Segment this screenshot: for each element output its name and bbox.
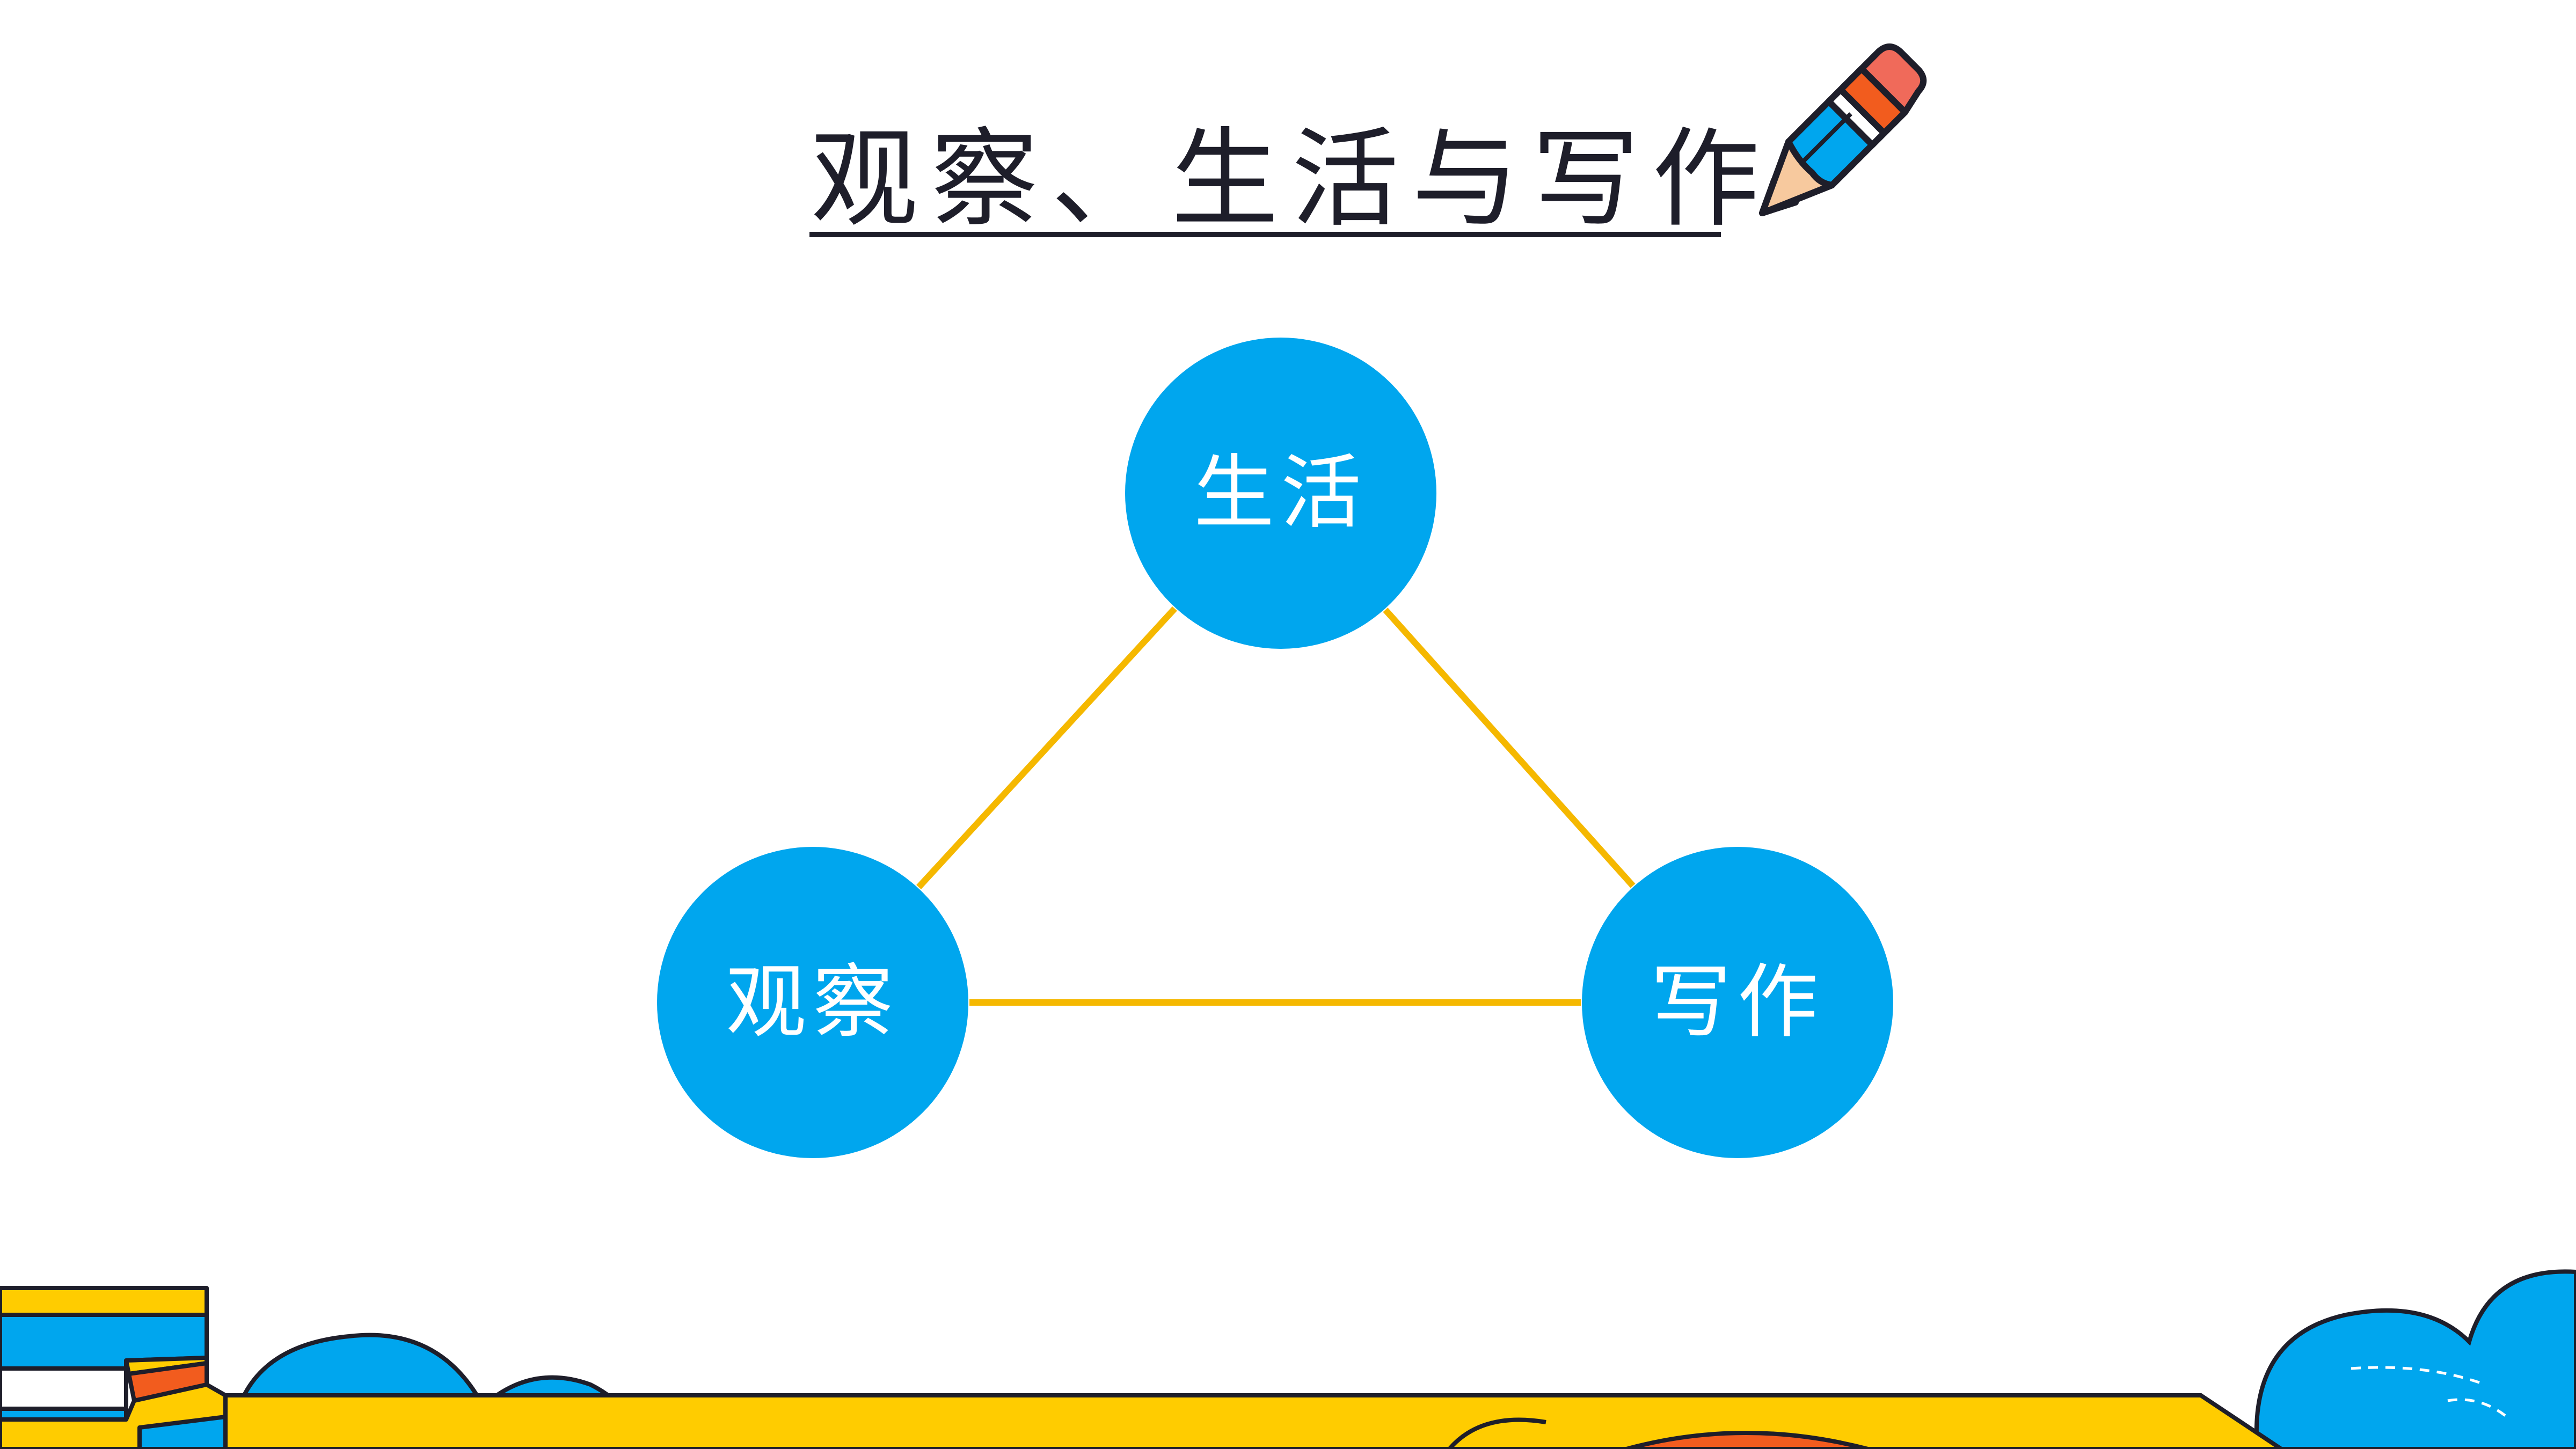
node-label-write: 写作 [1650,956,1825,1049]
node-label-observe: 观察 [725,956,900,1049]
pencil-icon [1759,43,1927,216]
cloud-icon-right [2254,1269,2576,1449]
desk-icon [186,1393,2286,1449]
node-circle-right [1582,847,1893,1158]
node-circle-top [1125,338,1436,649]
edge-top-left [916,606,1177,890]
edge-top-right [1383,608,1636,888]
page-title: 观察、生活与写作 [811,117,1773,242]
edge-group [916,606,1636,1006]
book-stack-icon [0,1286,228,1449]
node-circle-left [657,847,968,1158]
node-label-life: 生活 [1193,447,1368,540]
